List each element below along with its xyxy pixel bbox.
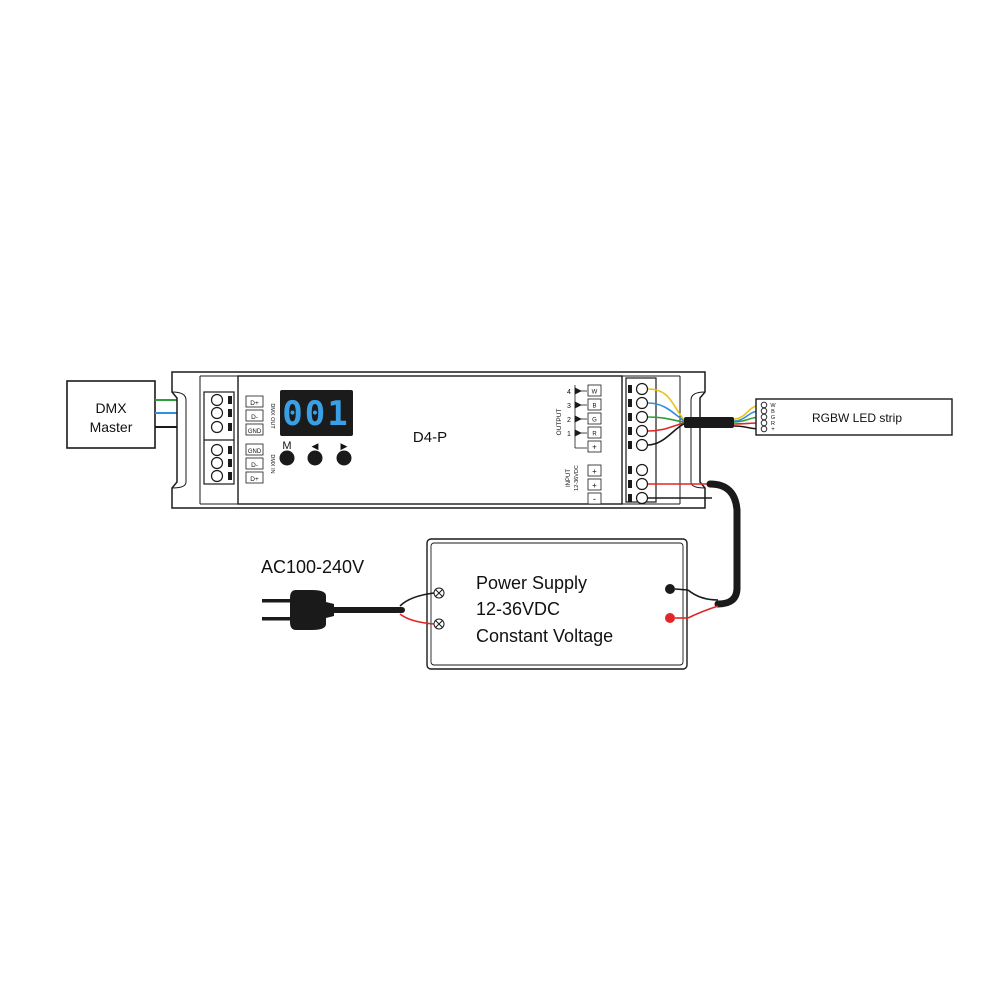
pin-label: D- (251, 462, 258, 469)
terminal-screw[interactable] (635, 491, 649, 505)
input-caption-line2: 12-36VDC (574, 465, 580, 491)
terminal-screw[interactable] (635, 382, 649, 396)
pin-label: D+ (250, 476, 259, 483)
terminal-screw[interactable] (635, 438, 649, 452)
control-buttons: M ◀ ▶ (279, 440, 352, 466)
output-code: R (592, 432, 597, 438)
output-code: B (592, 404, 596, 410)
dmx-out-pin-labels: D+ D- GND (245, 395, 264, 436)
left-terminal-block (203, 391, 235, 485)
output-code: + (592, 443, 597, 452)
input-power-wires (648, 480, 741, 619)
ac-plug (262, 590, 435, 630)
terminal-screw[interactable] (635, 396, 649, 410)
ac-wire-red (399, 613, 435, 625)
dmx-in-pin-labels: GND D- D+ (245, 443, 264, 484)
terminal-screw[interactable] (635, 477, 649, 491)
dmx-master-label-line2: Master (90, 419, 133, 435)
seven-segment-display: 001 (280, 390, 353, 436)
dmx-in-caption: DMX IN (269, 454, 275, 473)
wire-green (647, 416, 685, 423)
strip-pin: + (771, 427, 775, 433)
dmx-master-box: DMX Master (66, 380, 156, 449)
wire-red (647, 422, 685, 432)
input-pin: + (592, 481, 597, 490)
plug-body-icon (290, 590, 334, 630)
ac-wire-black (399, 592, 435, 607)
led-strip-label: RGBW LED strip (812, 411, 902, 425)
controller-model-label: D4-P (413, 429, 447, 446)
psu-wire-black (687, 589, 719, 601)
terminal-screw[interactable] (635, 410, 649, 424)
psu-cable (706, 480, 741, 608)
output-wires (647, 388, 685, 446)
psu-wire-red (687, 605, 719, 619)
button-right-label: ▶ (341, 441, 348, 451)
wire-yellow (647, 388, 685, 421)
pin-label: D- (251, 414, 258, 421)
dmx-out-caption: DMX OUT (269, 403, 275, 429)
strip-pin: R (771, 421, 775, 427)
power-supply-line3: Constant Voltage (476, 626, 613, 646)
strip-pin: G (771, 415, 775, 421)
terminal-screw[interactable] (210, 420, 224, 434)
output-channel: 3 (567, 403, 571, 410)
ac-terminals (433, 587, 445, 630)
output-code: W (592, 390, 598, 396)
input-pin: - (593, 494, 596, 504)
power-supply-line1: Power Supply (476, 573, 587, 593)
output-channel: 1 (567, 431, 571, 438)
dmx-master-label-line1: DMX (95, 400, 127, 416)
output-section: OUTPUT 4 3 2 1 W B G R + (556, 384, 602, 453)
power-supply-box: Power Supply 12-36VDC Constant Voltage (426, 538, 689, 670)
pin-label: D+ (250, 400, 259, 407)
button-left-label: ◀ (312, 441, 319, 451)
pin-label: GND (248, 429, 262, 435)
left-terminal-screws (210, 393, 224, 483)
input-section: INPUT 12-36VDC + + - (566, 464, 602, 505)
terminal-screw[interactable] (210, 443, 224, 457)
right-terminal-block (625, 377, 657, 505)
power-supply-line2: 12-36VDC (476, 599, 560, 619)
terminal-screw[interactable] (210, 406, 224, 420)
psu-terminal-positive[interactable] (665, 613, 675, 623)
pin-label: GND (248, 449, 262, 455)
output-caption: OUTPUT (556, 409, 563, 436)
terminal-screw[interactable] (210, 469, 224, 483)
strip-pin: W (770, 403, 776, 409)
output-channel: 2 (567, 417, 571, 424)
display-value: 001 (282, 394, 349, 434)
output-code: G (592, 418, 597, 424)
wire-black (647, 423, 685, 446)
terminal-screw[interactable] (635, 463, 649, 477)
terminal-screw[interactable] (635, 424, 649, 438)
output-channel: 4 (567, 389, 571, 396)
terminal-screw[interactable] (210, 456, 224, 470)
strip-pin: B (771, 409, 775, 415)
button-m[interactable] (279, 450, 295, 466)
button-right[interactable] (336, 450, 352, 466)
input-caption-line1: INPUT (566, 469, 572, 487)
ac-input-label: AC100-240V (261, 557, 364, 577)
terminal-screw[interactable] (210, 393, 224, 407)
cable-sheath (684, 417, 734, 428)
button-left[interactable] (307, 450, 323, 466)
led-strip: W B G R + RGBW LED strip (755, 398, 953, 436)
button-m-label: M (282, 440, 291, 452)
psu-terminal-negative[interactable] (665, 584, 675, 594)
wire-blue (647, 402, 685, 422)
input-pin: + (592, 467, 597, 476)
